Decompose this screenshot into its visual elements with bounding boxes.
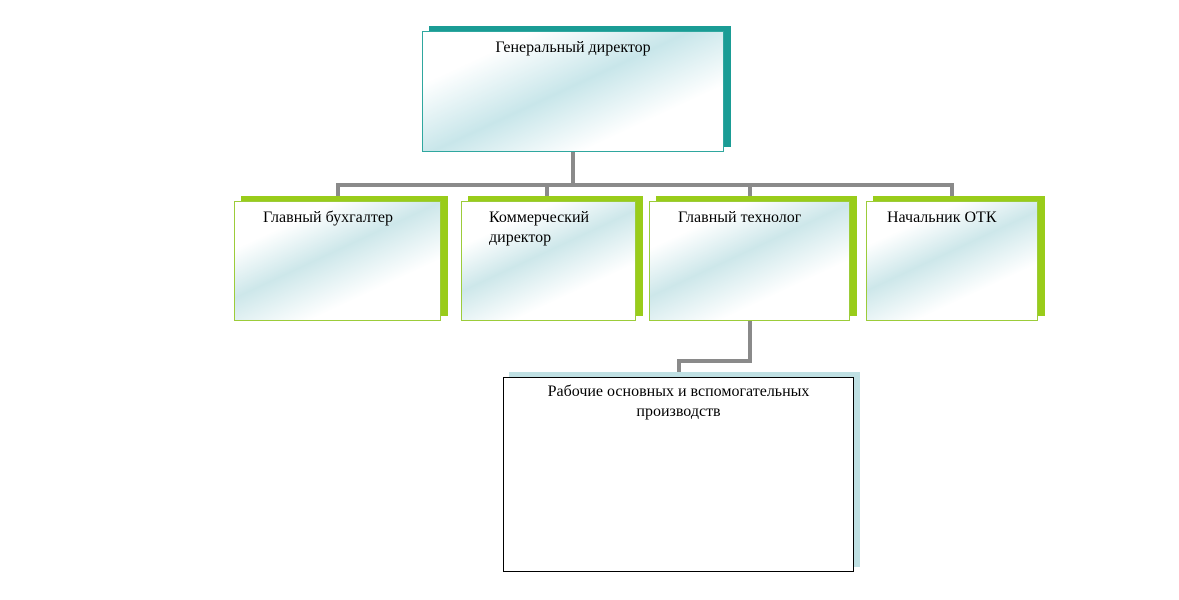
node-commercial-director: Коммерческий директор	[461, 196, 643, 321]
node-box: Начальник ОТК	[866, 201, 1038, 321]
node-box: Коммерческий директор	[461, 201, 636, 321]
node-box: Рабочие основных и вспомогательных произ…	[503, 377, 854, 572]
node-box: Главный бухгалтер	[234, 201, 441, 321]
node-box: Генеральный директор	[422, 31, 724, 152]
node-label: Главный технолог	[678, 209, 802, 226]
node-chief-accountant: Главный бухгалтер	[234, 196, 448, 321]
node-label: Начальник ОТК	[887, 209, 997, 226]
node-label: Рабочие основных и вспомогательных произ…	[547, 383, 810, 420]
node-workers: Рабочие основных и вспомогательных произ…	[503, 372, 860, 572]
connector-technologist-to-workers	[677, 320, 752, 374]
node-label: Главный бухгалтер	[263, 209, 393, 226]
node-qc-head: Начальник ОТК	[866, 196, 1045, 321]
node-general-director: Генеральный директор	[422, 26, 731, 152]
node-label: Генеральный директор	[495, 39, 651, 56]
node-label: Коммерческий директор	[489, 209, 590, 246]
node-chief-technologist: Главный технолог	[649, 196, 857, 321]
node-box: Главный технолог	[649, 201, 850, 321]
